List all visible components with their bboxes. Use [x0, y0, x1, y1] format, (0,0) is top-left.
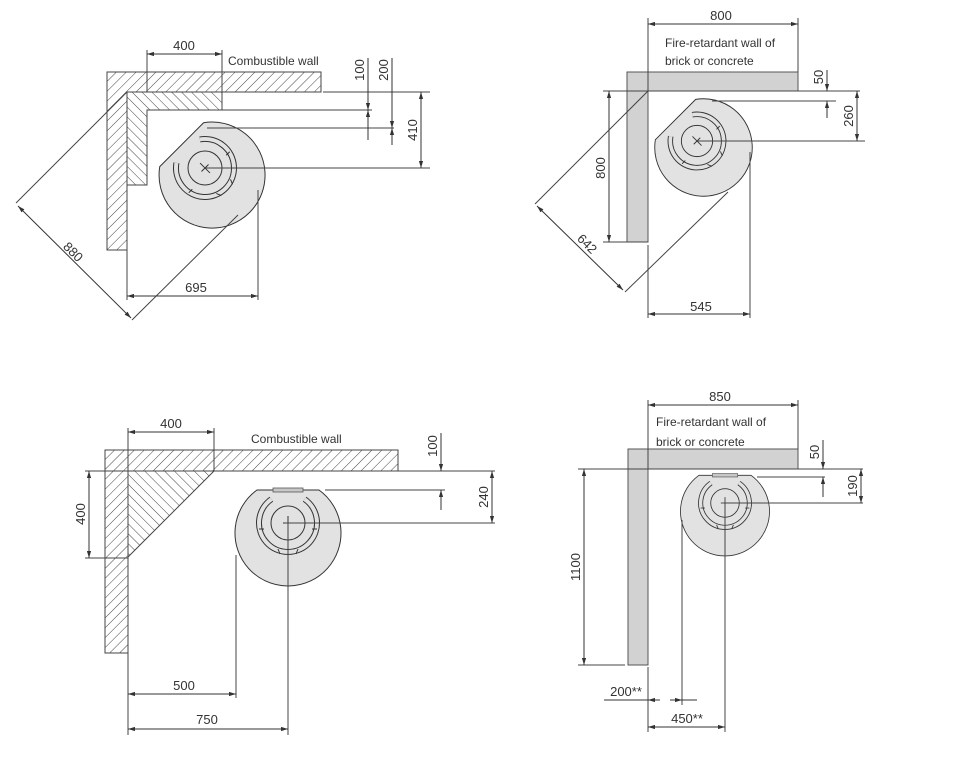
- heat-shield: [127, 470, 216, 559]
- stove: [680, 474, 769, 556]
- wall-label-line-2: brick or concrete: [665, 54, 754, 68]
- dim-side-gap: 200**: [610, 684, 642, 699]
- dim-diagonal: 880: [60, 239, 86, 265]
- wall-label-line-2: brick or concrete: [656, 435, 745, 449]
- dim-diagonal: 642: [574, 231, 600, 257]
- dim-wall-width: 800: [710, 8, 732, 23]
- dim-top-gap-2: 200: [376, 59, 391, 81]
- diagram-wall-fireproof-parallel: 850 Fire-retardant wall of brick or conc…: [568, 389, 864, 732]
- dim-side-gap: 500: [173, 678, 195, 693]
- stove: [144, 107, 287, 250]
- dim-shield-width: 400: [160, 416, 182, 431]
- dim-top-gap: 50: [811, 70, 826, 84]
- stove: [235, 488, 341, 586]
- dim-side: 695: [185, 280, 207, 295]
- dim-flue-side: 750: [196, 712, 218, 727]
- wall-label: Combustible wall: [228, 54, 319, 68]
- dim-top-gap: 100: [425, 435, 440, 457]
- wall-label-line-1: Fire-retardant wall of: [656, 415, 767, 429]
- dim-top-gap: 50: [807, 445, 822, 459]
- diagram-corner-combustible-angled: 400 Combustible wall 100 200 410 880 695: [15, 38, 430, 321]
- dim-flue-depth: 190: [845, 475, 860, 497]
- dim-flue-depth: 410: [405, 119, 420, 141]
- diagram-corner-fireproof-angled: 800 Fire-retardant wall of brick or conc…: [534, 8, 865, 318]
- wall-label-line-1: Fire-retardant wall of: [665, 36, 776, 50]
- dim-wall-height: 1100: [568, 553, 583, 581]
- dim-flue-side: 450**: [671, 711, 703, 726]
- wall-label: Combustible wall: [251, 432, 342, 446]
- stove: [641, 85, 772, 216]
- dim-wall-width: 850: [709, 389, 731, 404]
- dim-flue-depth: 240: [476, 486, 491, 508]
- dim-top-gap-1: 100: [352, 59, 367, 81]
- diagram-wall-combustible-parallel: 400 Combustible wall 400 100 240 500 750: [73, 416, 495, 735]
- dim-shield-height: 400: [73, 503, 88, 525]
- dim-wall-height: 800: [593, 157, 608, 179]
- dim-shield-width: 400: [173, 38, 195, 53]
- dim-flue-depth: 260: [841, 105, 856, 127]
- dim-side: 545: [690, 299, 712, 314]
